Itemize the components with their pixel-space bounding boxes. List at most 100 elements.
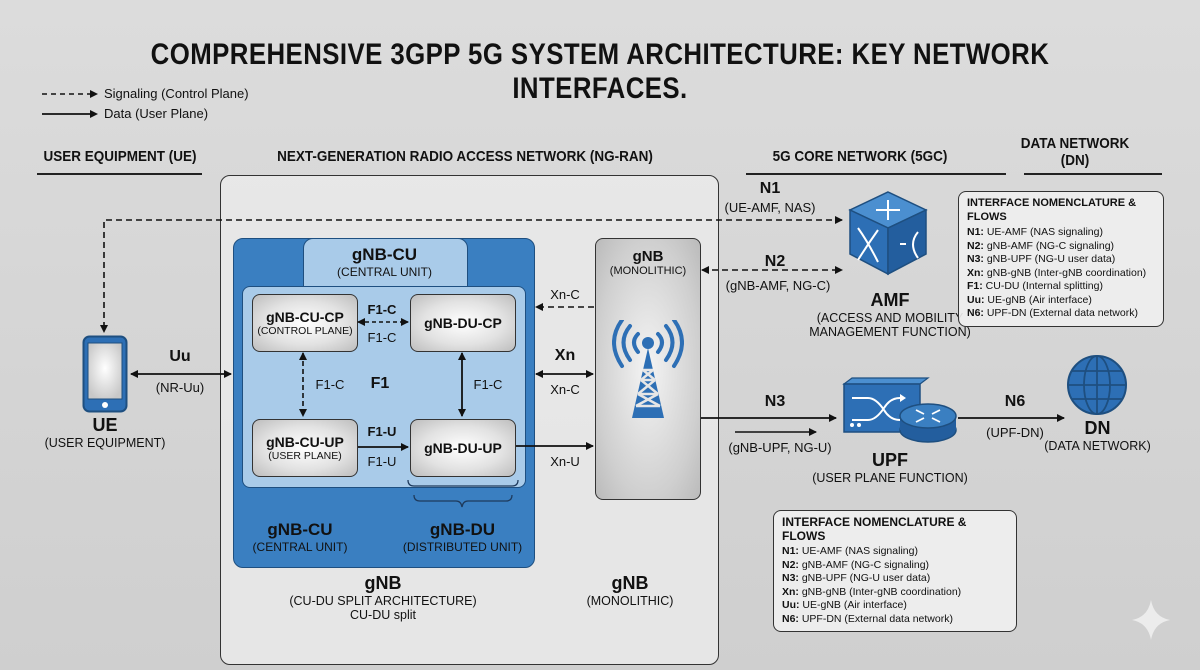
upf-router-icon[interactable] bbox=[840, 376, 960, 448]
node-gnb-cu-up-sub: (USER PLANE) bbox=[268, 450, 342, 462]
gnb-split-sub: (CU-DU SPLIT ARCHITECTURE) bbox=[289, 594, 477, 608]
interface-key: Uu: bbox=[782, 599, 800, 611]
interface-description: UE-AMF (NAS signaling) bbox=[801, 545, 918, 557]
interface-description: gNB-gNB (Inter-gNB coordination) bbox=[801, 585, 962, 598]
legend-signaling-label: Signaling (Control Plane) bbox=[104, 86, 249, 101]
label-f1u-bottom: F1-U bbox=[367, 454, 397, 469]
label-uu: Uu bbox=[169, 348, 191, 365]
label-f1: F1 bbox=[370, 375, 390, 392]
node-gnb-du-up[interactable]: gNB-DU-UP bbox=[410, 419, 516, 477]
ue-sub: (USER EQUIPMENT) bbox=[44, 436, 166, 450]
diagram-title: COMPREHENSIVE 3GPP 5G SYSTEM ARCHITECTUR… bbox=[150, 38, 1050, 105]
ue-label: UE (USER EQUIPMENT) bbox=[40, 415, 170, 450]
upf-name: UPF bbox=[872, 450, 908, 470]
info-bottom-row: N3: gNB-UPF (NG-U user data) bbox=[782, 572, 1008, 586]
interface-description: UPF-DN (External data network) bbox=[986, 307, 1138, 319]
gnb-mono-name: gNB bbox=[632, 248, 664, 265]
legend-signaling: Signaling (Control Plane) bbox=[40, 86, 249, 101]
node-gnb-du-up-name: gNB-DU-UP bbox=[424, 440, 502, 456]
info-box-bottom-heading: INTERFACE NOMENCLATURE & FLOWS bbox=[782, 515, 967, 543]
label-xnc-mid: Xn-C bbox=[550, 382, 580, 397]
interface-key: N2: bbox=[782, 558, 799, 571]
gnb-mono-sub: (MONOLITHIC) bbox=[609, 265, 687, 277]
legend-data-label: Data (User Plane) bbox=[104, 106, 209, 121]
cell-tower-icon bbox=[612, 320, 684, 418]
label-n6-sub: (UPF-DN) bbox=[986, 425, 1044, 440]
node-gnb-cu-cp-sub: (CONTROL PLANE) bbox=[257, 325, 353, 337]
dn-sub: (DATA NETWORK) bbox=[1044, 439, 1151, 453]
label-n2: N2 bbox=[764, 253, 786, 270]
gnb-cu-top-sub: (CENTRAL UNIT) bbox=[337, 265, 432, 279]
interface-description: UPF-DN (External data network) bbox=[801, 612, 953, 625]
node-gnb-cu-cp[interactable]: gNB-CU-CP (CONTROL PLANE) bbox=[252, 294, 358, 352]
node-gnb-cu-cp-name: gNB-CU-CP bbox=[266, 309, 344, 325]
info-bottom-row: Xn: gNB-gNB (Inter-gNB coordination) bbox=[782, 586, 1008, 600]
gnb-mono-label: gNB (MONOLITHIC) bbox=[595, 248, 701, 277]
info-top-row: F1: CU-DU (Internal splitting) bbox=[967, 280, 1155, 294]
info-box-top-heading: INTERFACE NOMENCLATURE & FLOWS bbox=[967, 197, 1137, 223]
gnb-split-caption: gNB (CU-DU SPLIT ARCHITECTURE) CU-DU spl… bbox=[283, 573, 483, 622]
node-gnb-du-cp[interactable]: gNB-DU-CP bbox=[410, 294, 516, 352]
amf-label: AMF (ACCESS AND MOBILITY MANAGEMENT FUNC… bbox=[800, 290, 980, 339]
label-f1c-bottom: F1-C bbox=[367, 330, 397, 345]
section-dn-underline bbox=[1024, 173, 1162, 175]
info-top-row: N3: gNB-UPF (NG-U user data) bbox=[967, 253, 1155, 267]
label-f1u-top: F1-U bbox=[367, 424, 397, 439]
interface-description: UE-AMF (NAS signaling) bbox=[986, 226, 1103, 238]
interface-description: UE-gNB (Air interface) bbox=[987, 293, 1092, 306]
sparkle-icon bbox=[1132, 600, 1170, 640]
label-n1-sub: (UE-AMF, NAS) bbox=[724, 200, 816, 215]
label-n6: N6 bbox=[1004, 393, 1026, 410]
label-n1: N1 bbox=[759, 180, 781, 197]
gnb-du-bottom-label: gNB-DU (DISTRIBUTED UNIT) bbox=[400, 520, 525, 554]
interface-description: UE-gNB (Air interface) bbox=[802, 599, 907, 611]
section-core-underline bbox=[746, 173, 1006, 175]
globe-icon[interactable] bbox=[1066, 354, 1128, 416]
interface-key: N3: bbox=[782, 572, 799, 584]
info-top-row: Xn: gNB-gNB (Inter-gNB coordination) bbox=[967, 267, 1155, 281]
solid-arrow-icon bbox=[42, 109, 98, 118]
interface-key: Xn: bbox=[967, 266, 984, 279]
section-ue-heading: USER EQUIPMENT (UE) bbox=[43, 148, 197, 165]
section-ngran-heading: NEXT-GENERATION RADIO ACCESS NETWORK (NG… bbox=[277, 148, 653, 165]
info-box-top: INTERFACE NOMENCLATURE & FLOWS N1: UE-AM… bbox=[958, 191, 1164, 327]
amf-cube-icon[interactable] bbox=[848, 190, 928, 276]
info-top-row: Uu: UE-gNB (Air interface) bbox=[967, 294, 1155, 308]
node-gnb-cu-up-name: gNB-CU-UP bbox=[266, 434, 344, 450]
label-f1c-left: F1-C bbox=[315, 377, 345, 392]
interface-description: gNB-UPF (NG-U user data) bbox=[801, 572, 931, 584]
amf-sub2: MANAGEMENT FUNCTION) bbox=[809, 325, 971, 339]
node-gnb-cu-up[interactable]: gNB-CU-UP (USER PLANE) bbox=[252, 419, 358, 477]
info-top-row: N1: UE-AMF (NAS signaling) bbox=[967, 226, 1155, 240]
gnb-cu-bottom-sub: (CENTRAL UNIT) bbox=[252, 540, 348, 554]
label-f1c-right: F1-C bbox=[473, 377, 503, 392]
interface-description: gNB-AMF (NG-C signaling) bbox=[986, 239, 1115, 252]
info-bottom-row: N1: UE-AMF (NAS signaling) bbox=[782, 545, 1008, 559]
info-top-row: N2: gNB-AMF (NG-C signaling) bbox=[967, 240, 1155, 254]
node-gnb-du-cp-name: gNB-DU-CP bbox=[424, 315, 502, 331]
smartphone-icon[interactable] bbox=[82, 335, 128, 413]
gnb-du-bottom-sub: (DISTRIBUTED UNIT) bbox=[402, 540, 523, 554]
upf-sub: (USER PLANE FUNCTION) bbox=[812, 471, 968, 485]
section-dn-heading: DATA NETWORK (DN) bbox=[1017, 135, 1134, 169]
upf-label: UPF (USER PLANE FUNCTION) bbox=[800, 450, 980, 485]
interface-key: N6: bbox=[782, 612, 799, 625]
ue-name: UE bbox=[92, 415, 118, 435]
dn-name: DN bbox=[1084, 418, 1111, 438]
label-f1c-top: F1-C bbox=[367, 302, 397, 317]
interface-description: CU-DU (Internal splitting) bbox=[985, 280, 1103, 292]
info-bottom-row: Uu: UE-gNB (Air interface) bbox=[782, 599, 1008, 613]
interface-key: N1: bbox=[967, 226, 984, 238]
interface-key: N3: bbox=[967, 253, 984, 265]
gnb-split-name: gNB bbox=[364, 573, 402, 593]
interface-description: gNB-gNB (Inter-gNB coordination) bbox=[986, 266, 1147, 279]
amf-name: AMF bbox=[870, 290, 910, 310]
legend-data: Data (User Plane) bbox=[40, 106, 208, 121]
dn-label: DN (DATA NETWORK) bbox=[1030, 418, 1165, 453]
amf-sub1: (ACCESS AND MOBILITY bbox=[816, 311, 964, 325]
label-n3-sub: (gNB-UPF, NG-U) bbox=[728, 440, 832, 455]
label-uu-sub: (NR-Uu) bbox=[155, 380, 205, 395]
gnb-mono-bottom-name: gNB bbox=[611, 573, 649, 593]
label-xnu: Xn-U bbox=[550, 454, 580, 469]
label-xn: Xn bbox=[554, 347, 576, 364]
